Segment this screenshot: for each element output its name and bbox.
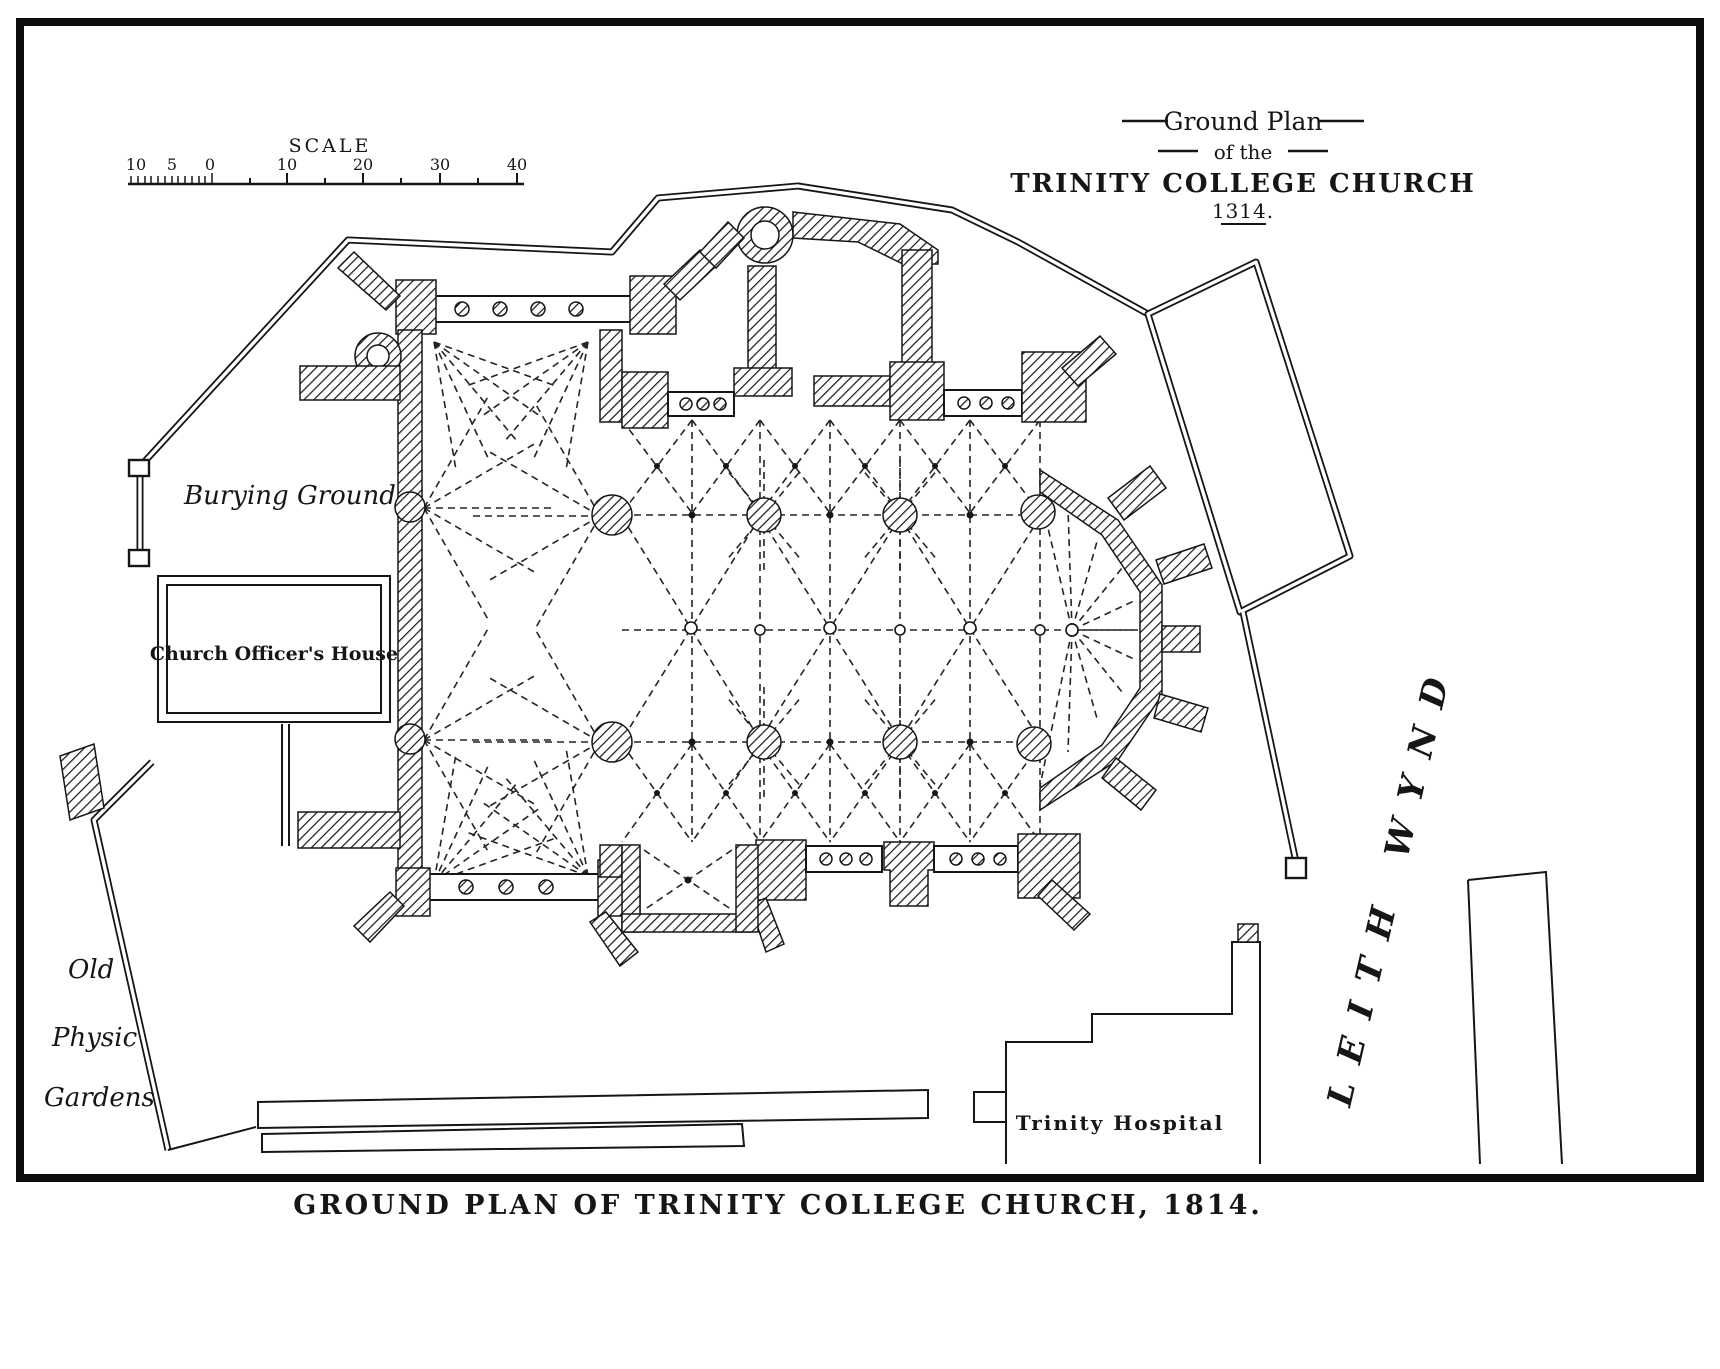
scale-tick-label: 5 (167, 155, 177, 174)
church-officers-house-inner (166, 584, 382, 714)
old-physic-gardens-line1: Old (68, 955, 114, 985)
scale-tick-label: 10 (277, 155, 297, 174)
burying-ground-label: Burying Ground (183, 481, 396, 511)
scale-tick-label: 0 (205, 155, 215, 174)
figure-caption: GROUND PLAN OF TRINITY COLLEGE CHURCH, 1… (293, 1190, 1263, 1221)
gate-post-hatched (59, 742, 105, 822)
vault-ribs (423, 341, 1138, 883)
old-physic-gardens-line3: Gardens (44, 1083, 155, 1113)
plate-border (16, 18, 1704, 1182)
gate-post (127, 548, 151, 568)
old-physic-gardens-line2: Physic (51, 1023, 138, 1053)
wall-terminal (1284, 856, 1308, 880)
building-outline (1467, 870, 1563, 1165)
scale-tick-label: 10 (126, 155, 146, 174)
hospital-annex (973, 1091, 1007, 1123)
scale-label: SCALE (289, 135, 372, 157)
church-officers-house-label: Church Officer's House (150, 643, 398, 665)
church-officers-house-outline (157, 575, 391, 723)
building-outline (1467, 879, 1481, 1165)
road-strip (261, 1122, 746, 1154)
title-block: Ground Plan of the TRINITY COLLEGE CHURC… (1010, 107, 1476, 225)
title-line1: Ground Plan (1164, 107, 1323, 136)
title-line3: TRINITY COLLEGE CHURCH (1010, 169, 1476, 199)
title-line2: of the (1214, 140, 1273, 164)
site-boundaries (59, 182, 1563, 1165)
leith-wynd-label: LEITH WYND (1320, 655, 1462, 1111)
road-strip (257, 1088, 929, 1130)
scale-bar: SCALE 10 5 0 10 20 30 40 (126, 135, 527, 186)
church-walls (297, 206, 1213, 968)
trinity-hospital-label: Trinity Hospital (1016, 1111, 1224, 1135)
scale-tick-label: 20 (353, 155, 373, 174)
gate-post (127, 458, 151, 478)
title-line4: 1314. (1212, 199, 1274, 223)
scale-tick-label: 40 (507, 155, 527, 174)
hospital-tower (1237, 923, 1259, 943)
scale-tick-label: 30 (430, 155, 450, 174)
